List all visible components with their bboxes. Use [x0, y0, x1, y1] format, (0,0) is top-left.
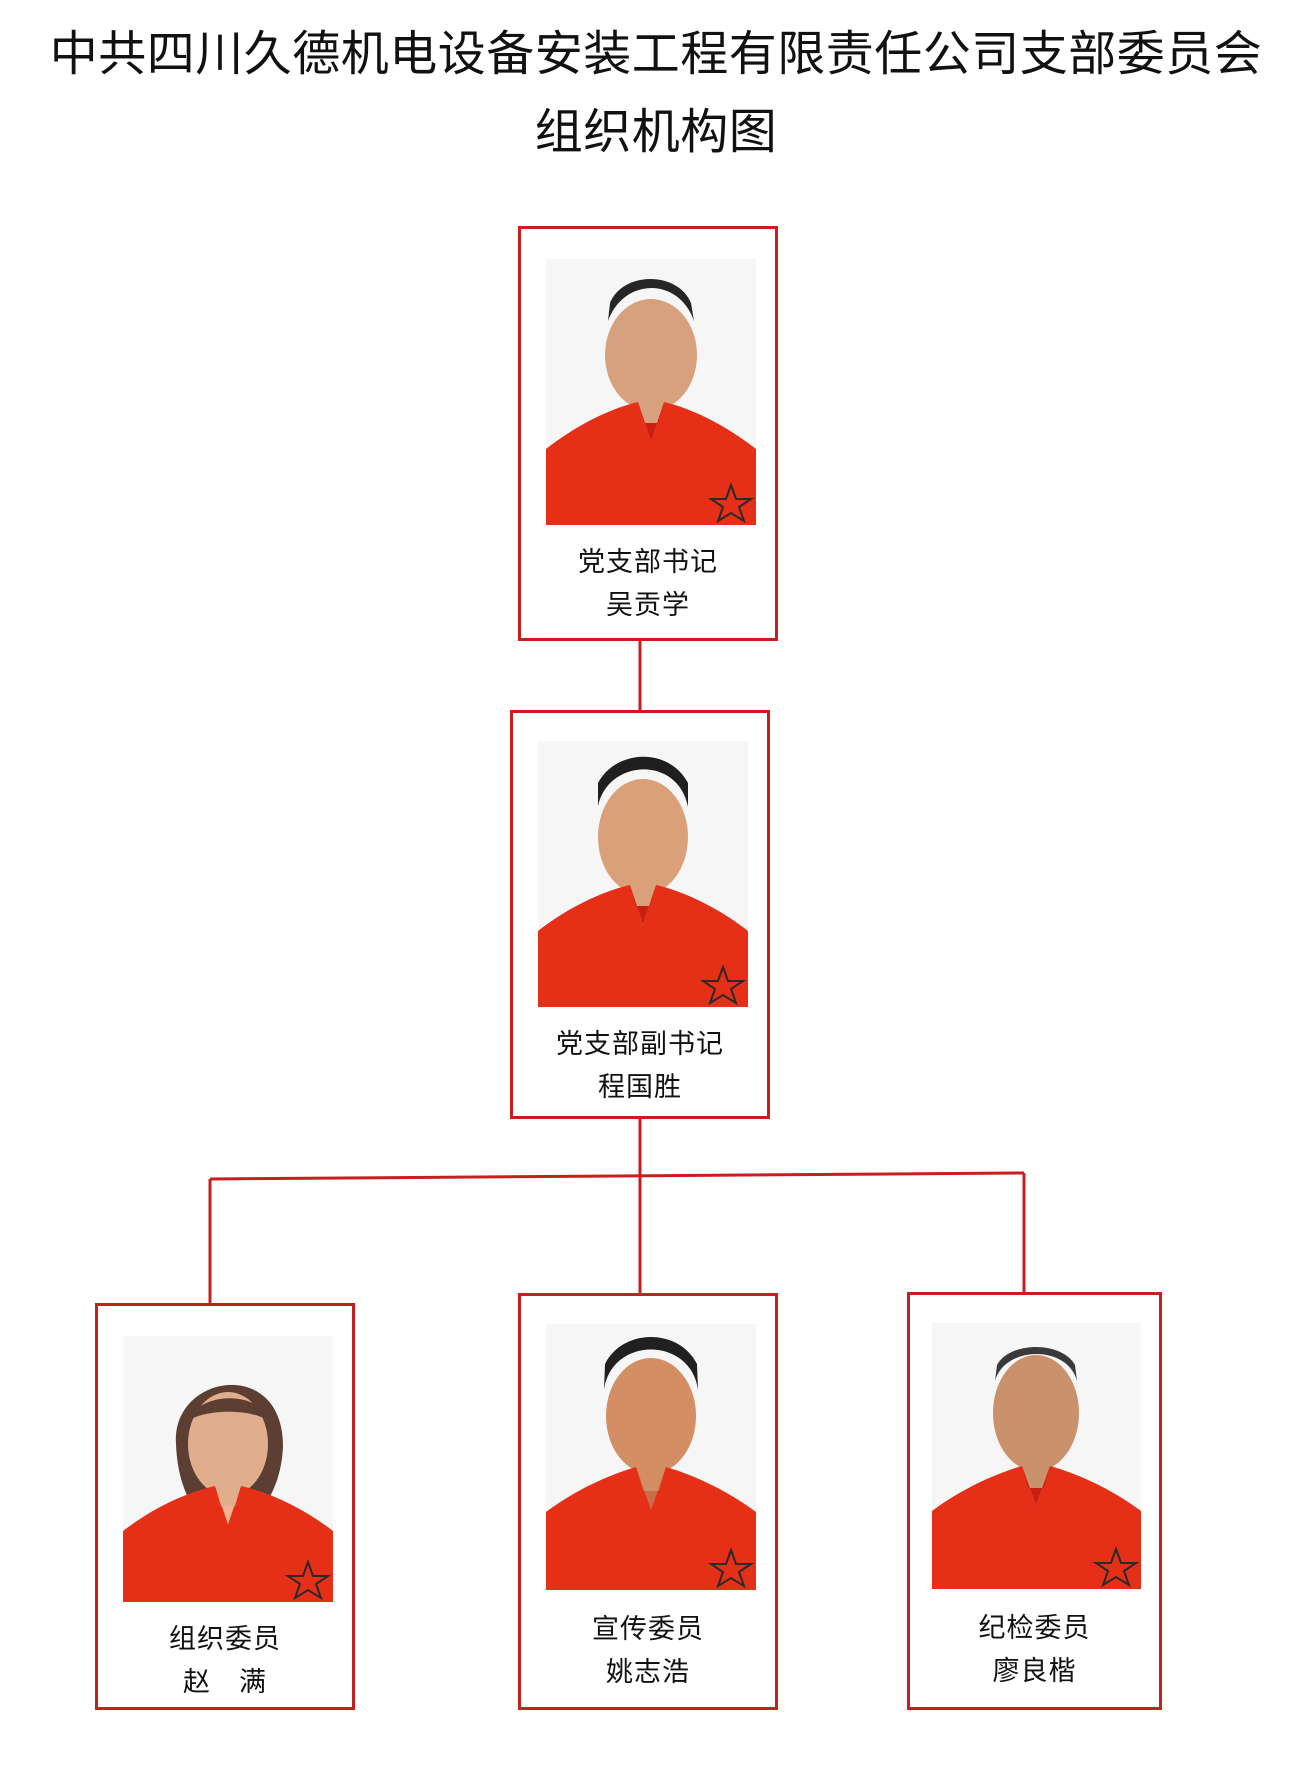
- member-name-discipline-member: 廖良楷: [992, 1656, 1077, 1687]
- member-role-deputy-secretary: 党支部副书记: [556, 1029, 724, 1060]
- member-card-organization-member: 组织委员 赵 满: [95, 1303, 355, 1710]
- page-subtitle: 组织机构图: [534, 104, 778, 160]
- member-role-discipline-member: 纪检委员: [978, 1613, 1091, 1644]
- member-card-party-secretary: 党支部书记 吴贡学: [518, 226, 778, 641]
- portrait-discipline-member-drawing: [932, 1323, 1141, 1589]
- member-name-organization-member: 赵 满: [183, 1667, 267, 1698]
- portrait-publicity-member: [546, 1324, 756, 1590]
- portrait-organization-member: [123, 1336, 333, 1602]
- member-name-party-secretary: 吴贡学: [606, 590, 690, 621]
- branch-horizontal-line: [209, 1171, 1025, 1181]
- member-card-discipline-member: 纪检委员 廖良楷: [907, 1292, 1162, 1710]
- portrait-party-secretary: [546, 259, 756, 525]
- portrait-deputy-secretary: [538, 741, 748, 1007]
- portrait-organization-member-drawing: [123, 1336, 333, 1602]
- member-name-deputy-secretary: 程国胜: [598, 1072, 682, 1103]
- member-role-party-secretary: 党支部书记: [578, 547, 718, 578]
- portrait-party-secretary-drawing: [546, 259, 756, 525]
- member-name-publicity-member: 姚志浩: [606, 1657, 690, 1688]
- portrait-publicity-member-drawing: [546, 1324, 756, 1590]
- member-card-publicity-member: 宣传委员 姚志浩: [518, 1293, 778, 1710]
- portrait-deputy-secretary-drawing: [538, 741, 748, 1007]
- member-role-organization-member: 组织委员: [169, 1624, 281, 1655]
- page-title: 中共四川久德机电设备安装工程有限责任公司支部委员会: [49, 26, 1263, 82]
- member-role-publicity-member: 宣传委员: [592, 1614, 704, 1645]
- member-card-deputy-secretary: 党支部副书记 程国胜: [510, 710, 770, 1119]
- portrait-discipline-member: [932, 1323, 1141, 1589]
